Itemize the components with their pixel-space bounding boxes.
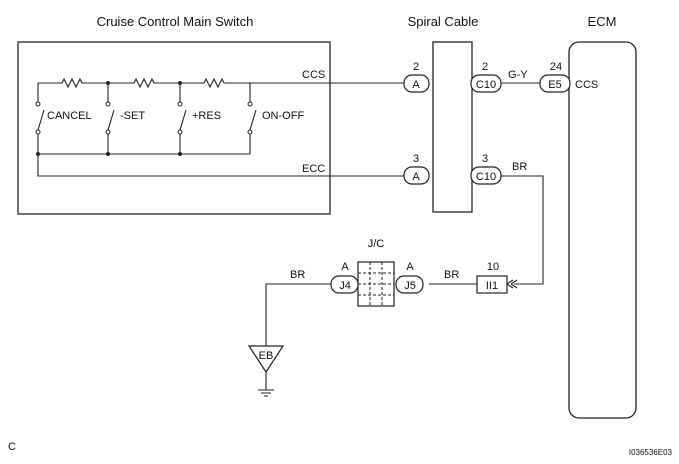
connector-ii1-pin: 10: [487, 261, 499, 273]
ecm-title: ECM: [588, 14, 617, 29]
switch-legs: [35, 83, 423, 177]
wire-br-right: [501, 175, 544, 285]
connector-a-top-name: A: [412, 79, 420, 91]
connector-a-bottom-name: A: [412, 171, 420, 183]
switch-label-set: -SET: [120, 110, 145, 122]
spiral-cable-body: [432, 41, 473, 213]
ii1-arrow-icon: [506, 279, 518, 289]
connector-e5-name: E5: [548, 79, 561, 91]
connector-j5-pin: A: [406, 261, 414, 273]
wire-label-br-1: BR: [512, 161, 527, 173]
wire-br-left: [265, 283, 331, 346]
ecm-terminal-ccs: CCS: [575, 79, 598, 91]
connector-j4-pin: A: [341, 261, 349, 273]
connector-j5-name: J5: [404, 280, 416, 292]
spiral-cable-title: Spiral Cable: [408, 14, 479, 29]
wire-label-ecc: ECC: [302, 163, 325, 175]
connector-c10-bottom-name: C10: [476, 171, 496, 183]
switch-label-cancel: CANCEL: [47, 110, 92, 122]
connector-a-bottom-pin: 3: [413, 153, 419, 165]
connector-e5-pin: 24: [550, 61, 562, 73]
wire-label-br-3: BR: [290, 269, 305, 281]
wire-label-ccs: CCS: [302, 69, 325, 81]
switch-title: Cruise Control Main Switch: [97, 14, 254, 29]
connector-a-bottom: [403, 166, 430, 185]
main-switch-box: [17, 41, 331, 215]
ecm-body: [568, 41, 637, 419]
connector-c10-top-pin: 2: [482, 61, 488, 73]
connector-j5: [395, 275, 424, 294]
jc-title: J/C: [368, 238, 385, 250]
connector-ii1-name: II1: [486, 280, 498, 292]
connector-c10-bottom-pin: 3: [482, 153, 488, 165]
connector-a-top-pin: 2: [413, 61, 419, 73]
resistor-ladder: [38, 77, 423, 89]
figure-id: I036536E03: [629, 448, 673, 457]
ground-symbol-icon: [258, 372, 274, 397]
ground-label: EB: [259, 350, 274, 362]
connector-j4-name: J4: [339, 280, 351, 292]
switch-label-res: +RES: [192, 110, 221, 122]
ground-point-eb: [247, 345, 285, 374]
connector-c10-top-name: C10: [476, 79, 496, 91]
connector-e5: [539, 74, 571, 93]
switch-label-on-off: ON-OFF: [262, 110, 304, 122]
corner-letter: C: [8, 441, 16, 453]
wire-label-br-2: BR: [444, 269, 459, 281]
connector-a-top: [403, 74, 430, 93]
wire-label-g-y: G-Y: [508, 69, 528, 81]
